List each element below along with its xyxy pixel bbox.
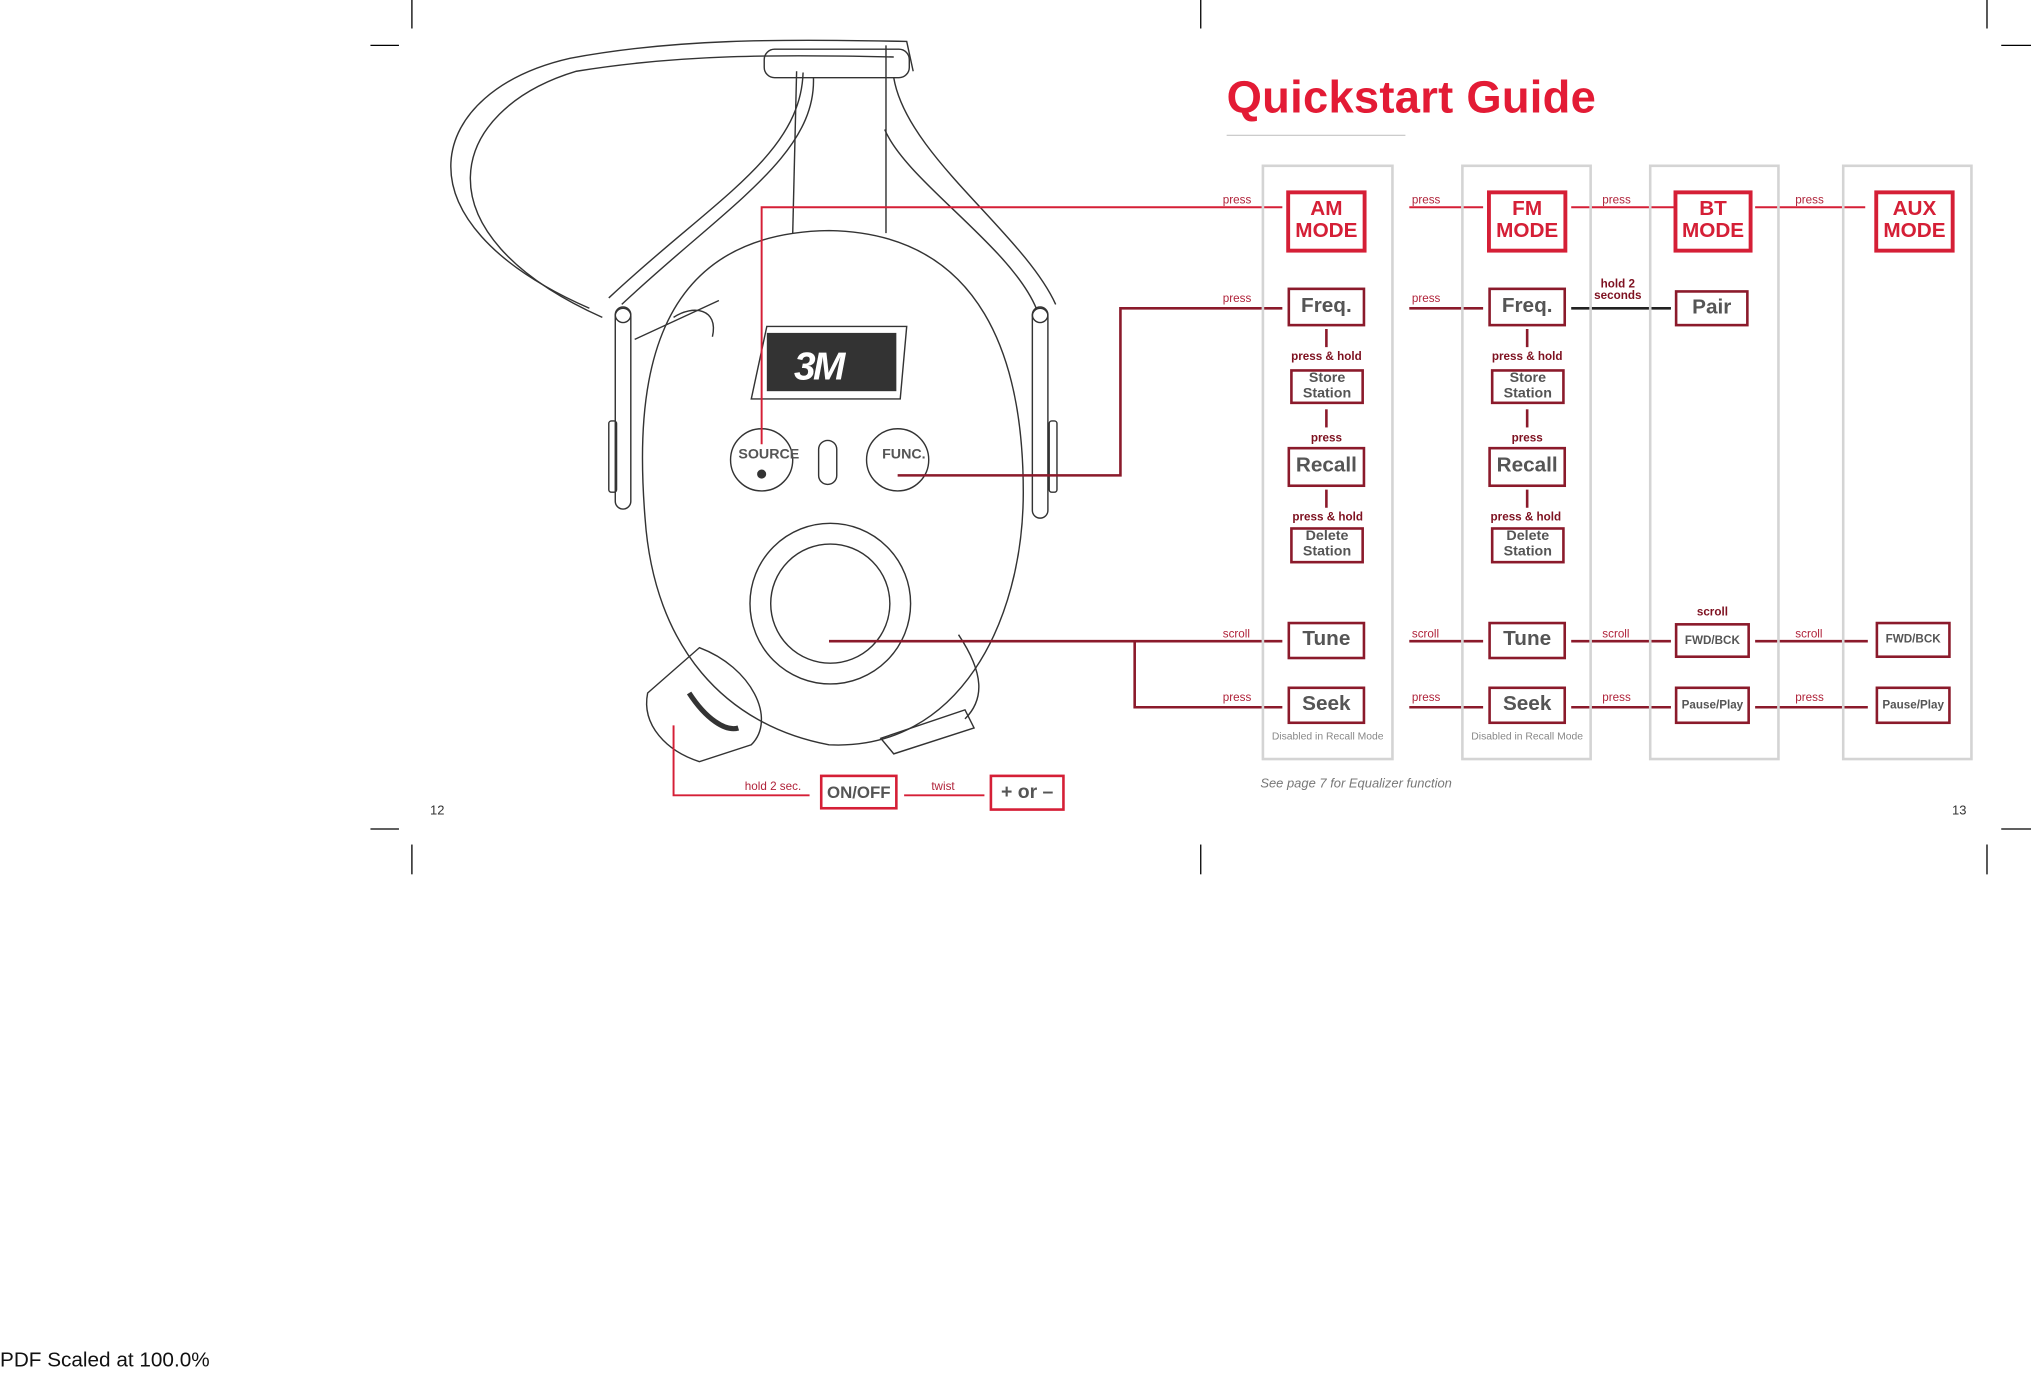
twist-label: twist bbox=[931, 779, 955, 793]
volume-control[interactable]: + or – bbox=[989, 774, 1065, 811]
fm-recall-button[interactable]: Recall bbox=[1488, 446, 1567, 488]
am-freq-button[interactable]: Freq. bbox=[1287, 287, 1366, 327]
fm-scroll-label: scroll bbox=[1411, 626, 1440, 640]
am-mode-button[interactable]: AM MODE bbox=[1286, 190, 1367, 253]
fm-seek-press-label: press bbox=[1411, 690, 1441, 704]
page-number-left: 12 bbox=[430, 804, 445, 819]
equalizer-note: See page 7 for Equalizer function bbox=[1260, 777, 1452, 792]
fm-store-station-button[interactable]: Store Station bbox=[1490, 369, 1565, 405]
hold-2-sec-label: hold 2 sec. bbox=[744, 779, 802, 793]
bt-column bbox=[1648, 164, 1780, 761]
fm-tune-control[interactable]: Tune bbox=[1488, 621, 1567, 660]
on-off-button[interactable]: ON/OFF bbox=[819, 774, 898, 810]
page-number-right: 13 bbox=[1952, 804, 1967, 819]
am-delete-station-button[interactable]: Delete Station bbox=[1290, 527, 1364, 564]
headset-illustration bbox=[450, 39, 1058, 763]
aux-press-label: press bbox=[1795, 192, 1824, 206]
source-dot bbox=[757, 469, 767, 479]
bt-scroll-top-label: scroll bbox=[1696, 604, 1728, 618]
am-tune-control[interactable]: Tune bbox=[1287, 621, 1366, 660]
am-scroll-label: scroll bbox=[1222, 626, 1250, 640]
am-column bbox=[1261, 164, 1394, 761]
am-delete-hold-label: press & hold bbox=[1292, 510, 1363, 524]
bt-scroll-label: scroll bbox=[1602, 626, 1630, 640]
am-disabled-note: Disabled in Recall Mode bbox=[1271, 730, 1384, 743]
bt-press-label: press bbox=[1602, 192, 1631, 206]
fm-column bbox=[1461, 164, 1592, 761]
brand-logo: 3M bbox=[794, 345, 845, 389]
fm-disabled-note: Disabled in Recall Mode bbox=[1471, 730, 1584, 743]
am-seek-button[interactable]: Seek bbox=[1287, 686, 1366, 725]
aux-scroll-label: scroll bbox=[1795, 626, 1823, 640]
am-press-hold-label: press & hold bbox=[1291, 349, 1362, 363]
bt-pause-press-label: press bbox=[1602, 690, 1631, 704]
fm-delete-station-button[interactable]: Delete Station bbox=[1490, 527, 1565, 564]
aux-column bbox=[1841, 164, 1973, 761]
fm-freq-press-label: press bbox=[1411, 291, 1441, 305]
am-store-station-button[interactable]: Store Station bbox=[1290, 369, 1364, 405]
fm-press-label: press bbox=[1411, 192, 1441, 206]
fm-freq-button[interactable]: Freq. bbox=[1488, 287, 1567, 327]
bt-mode-button[interactable]: BT MODE bbox=[1673, 190, 1753, 253]
fm-delete-hold-label: press & hold bbox=[1490, 510, 1562, 524]
bt-pause-play-button[interactable]: Pause/Play bbox=[1674, 686, 1750, 725]
am-recall-button[interactable]: Recall bbox=[1287, 446, 1366, 488]
func-button-label: FUNC. bbox=[882, 446, 926, 463]
crop-marks bbox=[370, 0, 2031, 875]
page-title: Quickstart Guide bbox=[1226, 72, 1597, 124]
fm-mode-button[interactable]: FM MODE bbox=[1487, 190, 1568, 253]
fm-press-hold-label: press & hold bbox=[1491, 349, 1563, 363]
source-button-label: SOURCE bbox=[738, 446, 800, 463]
am-freq-press-label: press bbox=[1222, 291, 1252, 305]
aux-fwd-bck-control[interactable]: FWD/BCK bbox=[1875, 621, 1951, 659]
fm-seek-button[interactable]: Seek bbox=[1488, 686, 1567, 725]
bt-hold-label: hold 2 seconds bbox=[1594, 277, 1642, 303]
logo-plate bbox=[766, 332, 897, 392]
bt-fwd-bck-control[interactable]: FWD/BCK bbox=[1674, 623, 1750, 659]
scale-notice: PDF Scaled at 100.0% bbox=[0, 1349, 210, 1372]
aux-pause-press-label: press bbox=[1795, 690, 1824, 704]
bt-pair-button[interactable]: Pair bbox=[1674, 290, 1749, 327]
fm-recall-press-label: press bbox=[1511, 431, 1543, 445]
aux-pause-play-button[interactable]: Pause/Play bbox=[1875, 686, 1951, 725]
am-seek-press-label: press bbox=[1222, 690, 1252, 704]
title-underline bbox=[1226, 134, 1406, 137]
am-press-label: press bbox=[1222, 192, 1252, 206]
am-recall-press-label: press bbox=[1310, 431, 1342, 445]
aux-mode-button[interactable]: AUX MODE bbox=[1874, 190, 1955, 253]
